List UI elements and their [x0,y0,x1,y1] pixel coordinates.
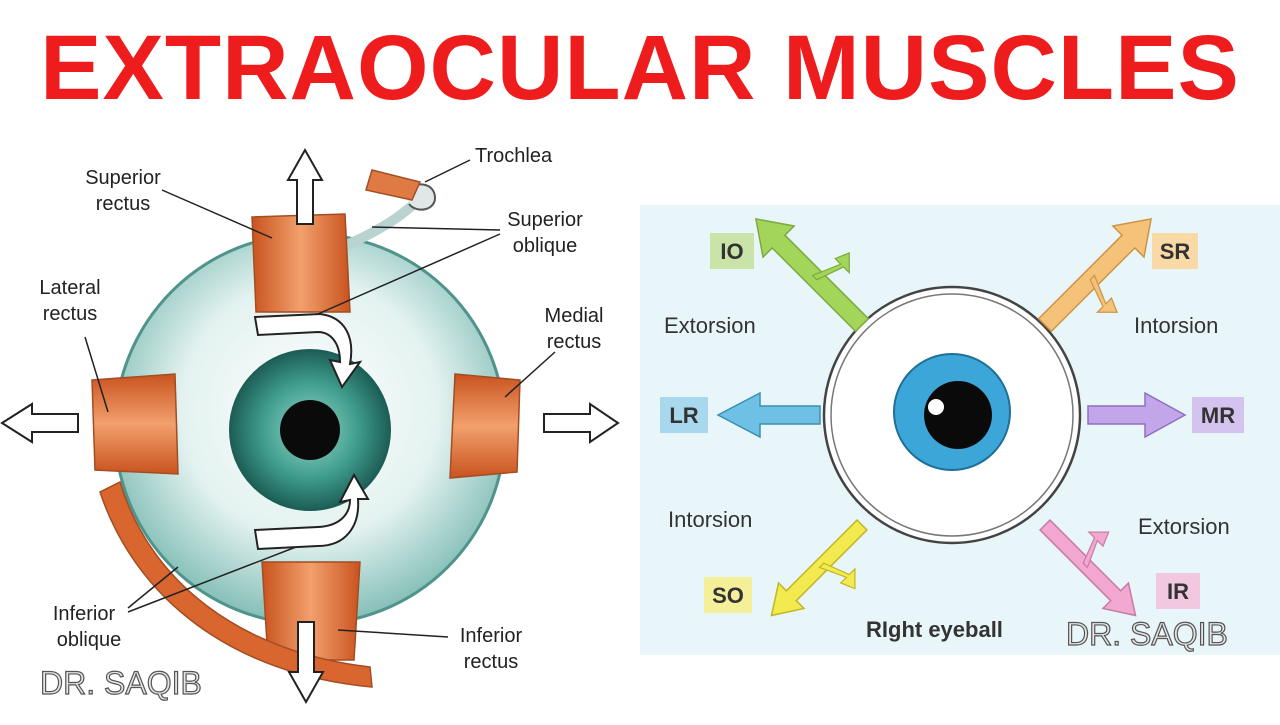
rotation-arrow-bottom [253,472,370,551]
superior-rectus-action-arrow [286,147,324,225]
label-superior-rectus-2: rectus [96,193,150,215]
medial-rectus-muscle [449,373,521,479]
pupil-highlight [928,399,944,415]
mr-box [1192,397,1244,433]
so-note: Intorsion [668,507,752,532]
sr-arrow [1037,217,1153,333]
label-trochlea: Trochlea [475,145,553,167]
sr-label: SR [1160,239,1191,264]
rotation-arrow-top [253,312,363,389]
label-lateral-rectus-2: rectus [43,303,97,325]
lr-label: LR [669,403,698,428]
page-title: EXTRAOCULAR MUSCLES [40,17,1240,119]
label-inferior-rectus-1: Inferior [460,625,523,647]
io-arrow [754,217,870,333]
label-superior-oblique-2: oblique [513,235,578,257]
io-box [710,233,754,269]
sr-note: Intorsion [1134,313,1218,338]
label-medial-rectus-1: Medial [545,305,604,327]
label-lateral-rectus-1: Lateral [39,277,100,299]
ir-label: IR [1167,579,1189,604]
lateral-rectus-muscle [91,373,179,475]
so-label: SO [712,583,744,608]
watermark-left: DR. SAQIB [40,665,202,701]
ir-box [1156,573,1200,609]
ir-note: Extorsion [1138,514,1230,539]
label-superior-oblique-1: Superior [507,209,583,231]
io-note: Extorsion [664,313,756,338]
so-arrow [770,518,869,617]
ir-arrow [1038,518,1137,617]
label-inferior-oblique-2: oblique [57,629,122,651]
sr-box [1152,233,1198,269]
label-inferior-rectus-2: rectus [464,651,518,673]
lr-box [660,397,708,433]
label-inferior-oblique-1: Inferior [53,603,116,625]
io-label: IO [720,239,743,264]
eyeball-caption: RIght eyeball [866,617,1003,642]
superior-oblique-muscle [365,169,422,201]
inferior-rectus-muscle [261,561,361,661]
pupil [280,400,340,460]
inferior-rectus-action-arrow [287,621,325,705]
lr-arrow [716,391,821,439]
left-eye-diagram: Trochlea Superior rectus Superior obliqu… [0,142,620,720]
lateral-rectus-action-arrow [0,402,79,444]
mr-arrow [1087,391,1187,439]
so-box [704,577,752,613]
schematic-eyeball-inner [830,293,1074,537]
schematic-pupil [924,381,992,449]
superior-rectus-muscle [251,213,351,313]
label-medial-rectus-2: rectus [547,331,601,353]
mr-label: MR [1201,403,1235,428]
medial-rectus-action-arrow [543,402,620,444]
watermark-right: DR. SAQIB [1066,616,1228,652]
label-superior-rectus-1: Superior [85,167,161,189]
right-eyeball-diagram: IO SR LR MR SO IR Extorsion Intorsion In… [640,205,1280,655]
leader-lines [84,159,556,638]
